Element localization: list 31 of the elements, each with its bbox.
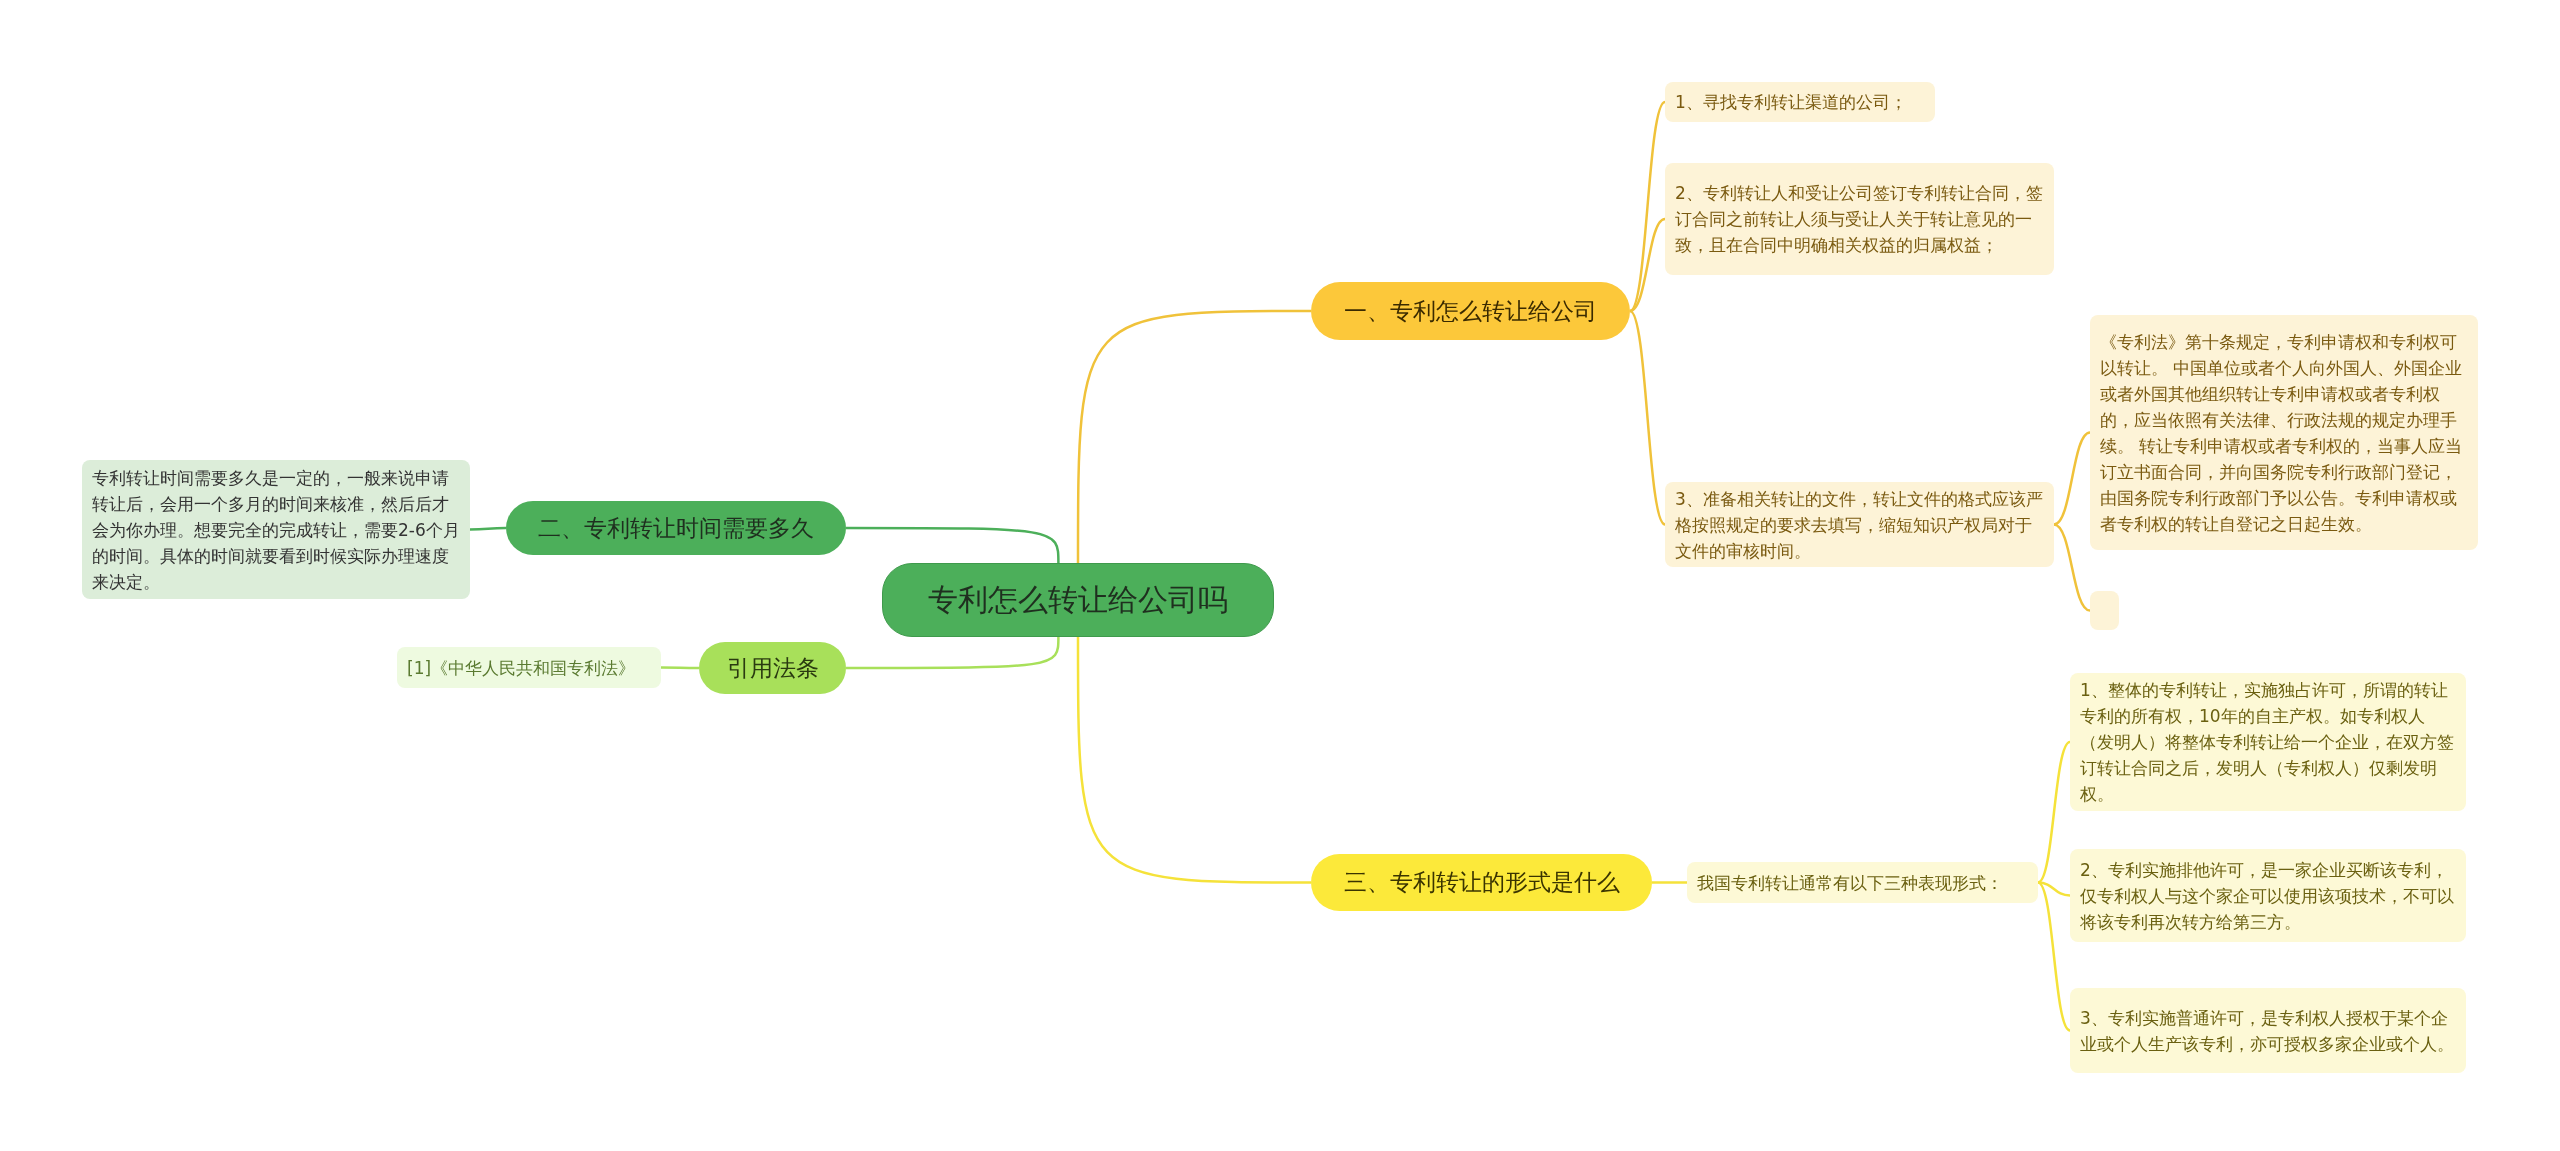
- note-card: 1、整体的专利转让，实施独占许可，所谓的转让专利的所有权，10年的自主产权。如专利权人（发明人）将整体专利转让给一个企业，在双方签订转让合同之后，发明人（专利权人）仅剩发明权。: [2070, 673, 2466, 811]
- note-card: 3、准备相关转让的文件，转让文件的格式应该严格按照规定的要求去填写，缩短知识产权局对于文件的审核时间。: [1665, 482, 2054, 567]
- note-card: 1、寻找专利转让渠道的公司；: [1665, 82, 1935, 122]
- topic-pill: 二、专利转让时间需要多久: [506, 501, 846, 555]
- note-card: 我国专利转让通常有以下三种表现形式：: [1687, 862, 2038, 903]
- connector-line: [1629, 101, 1666, 312]
- central-topic-pill: 专利怎么转让给公司吗: [882, 563, 1274, 637]
- connector-line: [846, 526, 1060, 564]
- connector-line: [661, 666, 699, 670]
- note-card: 《专利法》第十条规定，专利申请权和专利权可以转让。 中国单位或者个人向外国人、外国企业或者外国其他组织转让专利申请权或者专利权的，应当依照有关法律、行政法规的规定办理手续。 转让专利申请权或者专利权的，当事人应当订立书面合同，并向国务院专利行政部门登记，由国务院专利行政部门予以公告。专利申请权或者专利权的转让自登记之日起生效。: [2090, 315, 2478, 550]
- empty-box: [2090, 591, 2119, 630]
- connector-line: [470, 526, 506, 531]
- connector-line: [1076, 637, 1311, 884]
- connector-line: [2037, 881, 2071, 897]
- connector-line: [1076, 309, 1311, 563]
- connector-line: [1629, 310, 1666, 526]
- connector-line: [2037, 741, 2071, 884]
- note-card: 3、专利实施普通许可，是专利权人授权于某个企业或个人生产该专利，亦可授权多家企业或个人。: [2070, 988, 2466, 1073]
- note-card: 2、专利转让人和受让公司签订专利转让合同，签订合同之前转让人须与受让人关于转让意见的一致，且在合同中明确相关权益的归属权益；: [1665, 163, 2054, 275]
- note-card: 2、专利实施排他许可，是一家企业买断该专利，仅专利权人与这个家企可以使用该项技术，不可以将该专利再次转方给第三方。: [2070, 849, 2466, 942]
- connector-line: [846, 636, 1060, 670]
- topic-pill: 三、专利转让的形式是什么: [1311, 854, 1652, 911]
- reference-card: [1]《中华人民共和国专利法》: [397, 647, 661, 688]
- connector-line: [1629, 217, 1666, 313]
- connector-line: [2053, 431, 2091, 526]
- topic-pill: 引用法条: [699, 642, 846, 694]
- connector-line: [2053, 523, 2091, 612]
- note-card: 专利转让时间需要多久是一定的，一般来说申请转让后，会用一个多月的时间来核准，然后后才会为你办理。想要完全的完成转让，需要2-6个月的时间。具体的时间就要看到时候实际办理速度来决定。: [82, 460, 470, 599]
- topic-pill: 一、专利怎么转让给公司: [1311, 282, 1630, 340]
- connector-line: [1652, 881, 1687, 884]
- connector-line: [2037, 881, 2071, 1032]
